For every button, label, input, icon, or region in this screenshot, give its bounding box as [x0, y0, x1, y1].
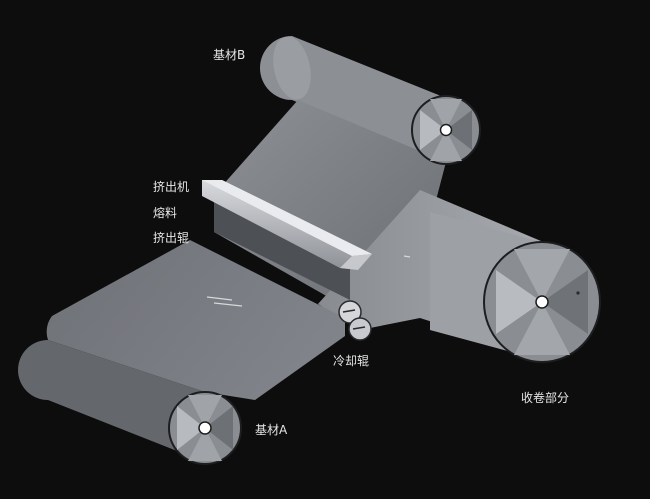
winding-roll — [430, 212, 601, 363]
label-winding-section: 收卷部分 — [521, 391, 570, 405]
chill-rolls — [338, 300, 372, 341]
film-marks — [206, 255, 411, 307]
extruder-housing — [214, 195, 350, 300]
label-melt: 熔料 — [153, 206, 178, 220]
substrate-a-wrap — [18, 340, 205, 462]
label-extruder: 挤出机 — [153, 180, 190, 194]
label-substrate-a: 基材A — [255, 423, 288, 437]
substrate-a-roll-face — [168, 391, 242, 465]
label-chill-roll: 冷却辊 — [333, 354, 370, 368]
substrate-b-roll-face — [411, 95, 481, 165]
substrate-a-film — [46, 240, 345, 400]
label-extrusion-roll: 挤出辊 — [153, 231, 190, 245]
extruder-die — [202, 180, 372, 270]
substrate-b-roll — [260, 36, 446, 162]
label-substrate-b: 基材B — [213, 48, 246, 62]
